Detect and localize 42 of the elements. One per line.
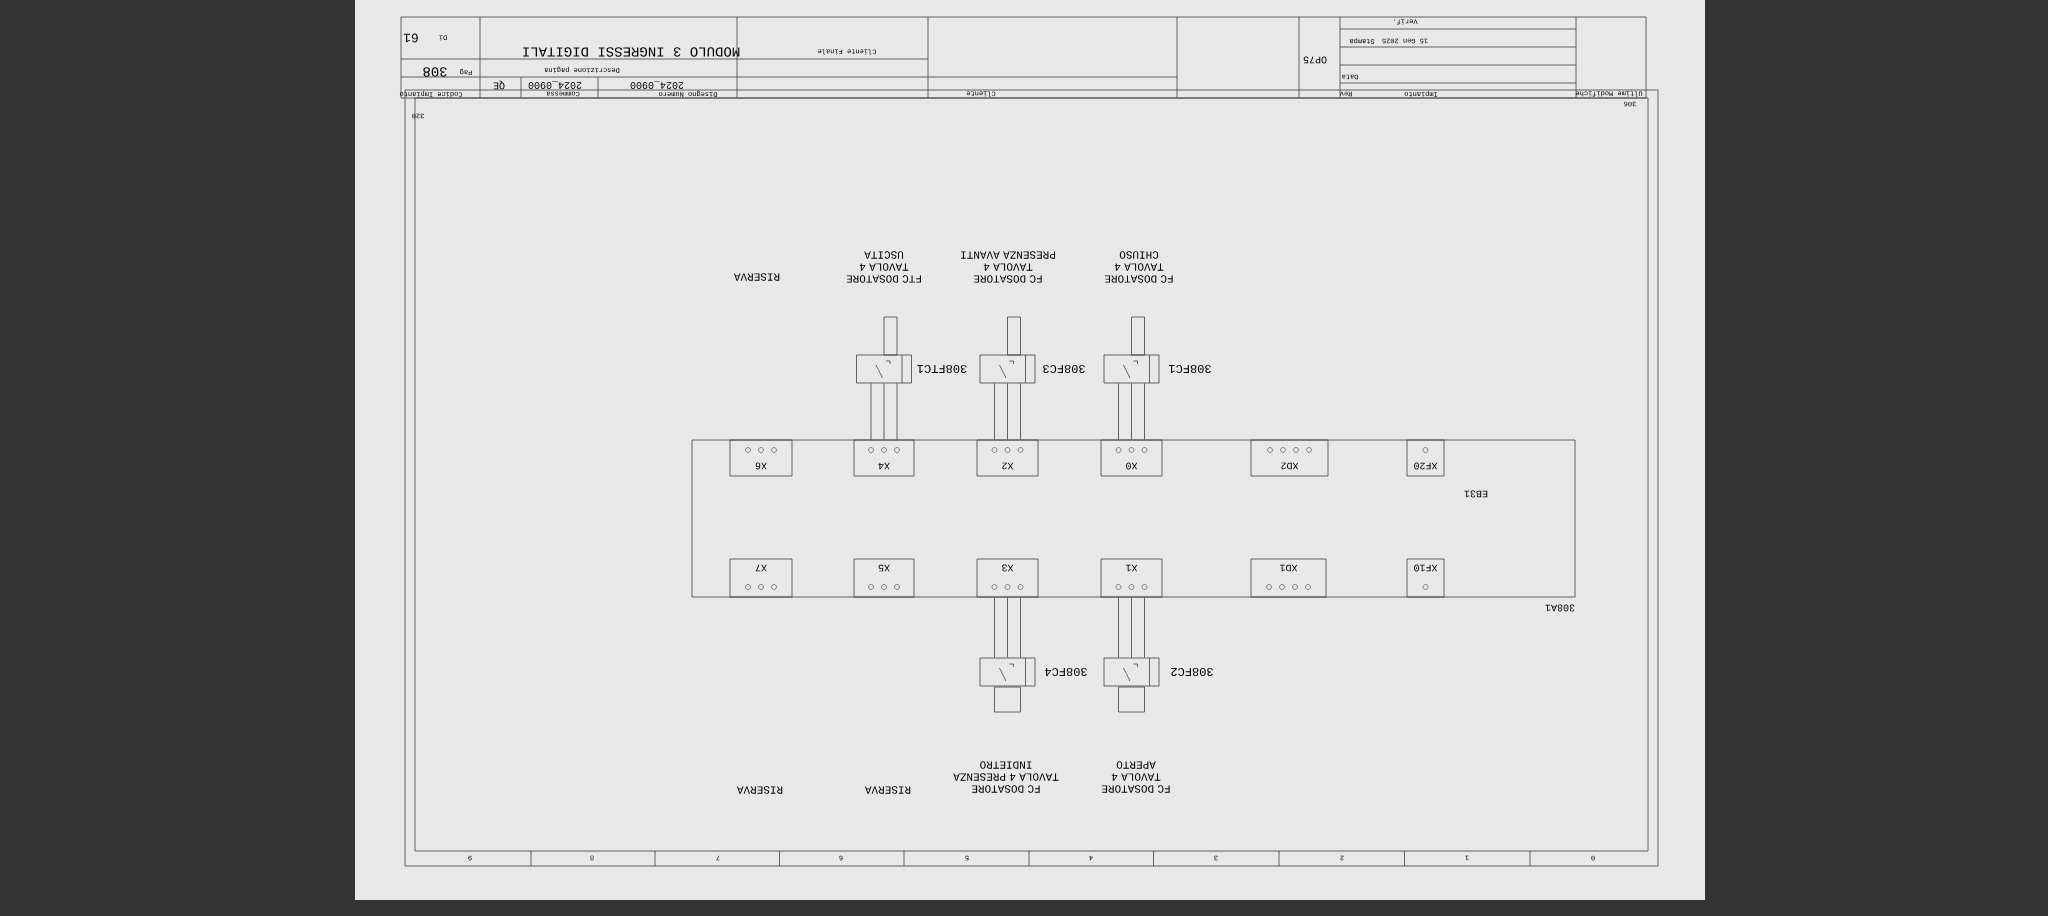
connector-box: X5 <box>853 558 915 598</box>
device-tag: 308FC2 <box>1171 667 1213 677</box>
connector-box: XF10 <box>1406 558 1445 598</box>
limit-switch-symbol <box>856 316 912 384</box>
connector-box: X1 <box>1100 558 1163 598</box>
description-text: FC DOSATORE TAVOLA 4 CHIUSO <box>1104 251 1173 283</box>
connector-box: X0 <box>1100 439 1163 477</box>
title-block-label: OP75 <box>1303 56 1327 64</box>
connector-box: X4 <box>853 439 915 477</box>
connector-box: X2 <box>976 439 1039 477</box>
title-block-label: 2024_0900 <box>528 81 582 89</box>
title-block-label: 2024_0900 <box>630 81 684 89</box>
limit-switch-symbol <box>1103 657 1160 713</box>
connector-box: X3 <box>976 558 1039 598</box>
wire <box>870 383 898 440</box>
title-block-label: QE <box>493 80 505 90</box>
limit-switch-symbol <box>979 316 1036 384</box>
device-tag: 308A1 <box>1545 604 1575 612</box>
title-block-label: MODULO 3 INGRESSI DIGITALI <box>523 47 740 57</box>
wire <box>994 597 1021 658</box>
description-text: FC DOSATORE TAVOLA 4 PRESENZA INDIETRO <box>953 761 1059 793</box>
description-text: FC DOSATORE TAVOLA 4 APERTO <box>1101 761 1170 793</box>
wire <box>994 383 1021 440</box>
connector-box: X7 <box>729 558 793 598</box>
reserve-label: RISERVA <box>864 786 911 794</box>
title-block-label: 61 <box>403 33 418 43</box>
wire <box>1118 383 1145 440</box>
device-tag: 308FC3 <box>1043 364 1085 374</box>
wire <box>1118 597 1145 658</box>
connector-box: XD2 <box>1250 439 1329 477</box>
connector-box: XD1 <box>1250 558 1327 598</box>
description-text: FC DOSATORE TAVOLA 4 PRESENZA AVANTI <box>961 251 1055 283</box>
limit-switch-symbol <box>1103 316 1160 384</box>
connector-box: XF20 <box>1406 439 1445 477</box>
limit-switch-symbol <box>979 657 1036 713</box>
title-block-label: 308 <box>423 67 447 77</box>
connector-box: X6 <box>729 439 793 477</box>
device-tag: 308FTC1 <box>917 364 967 374</box>
device-tag: 308FC4 <box>1045 667 1087 677</box>
reserve-label: RISERVA <box>736 786 783 794</box>
description-text: FTC DOSATORE TAVOLA 4 USCITA <box>846 251 921 283</box>
reserve-label: RISERVA <box>733 273 780 281</box>
